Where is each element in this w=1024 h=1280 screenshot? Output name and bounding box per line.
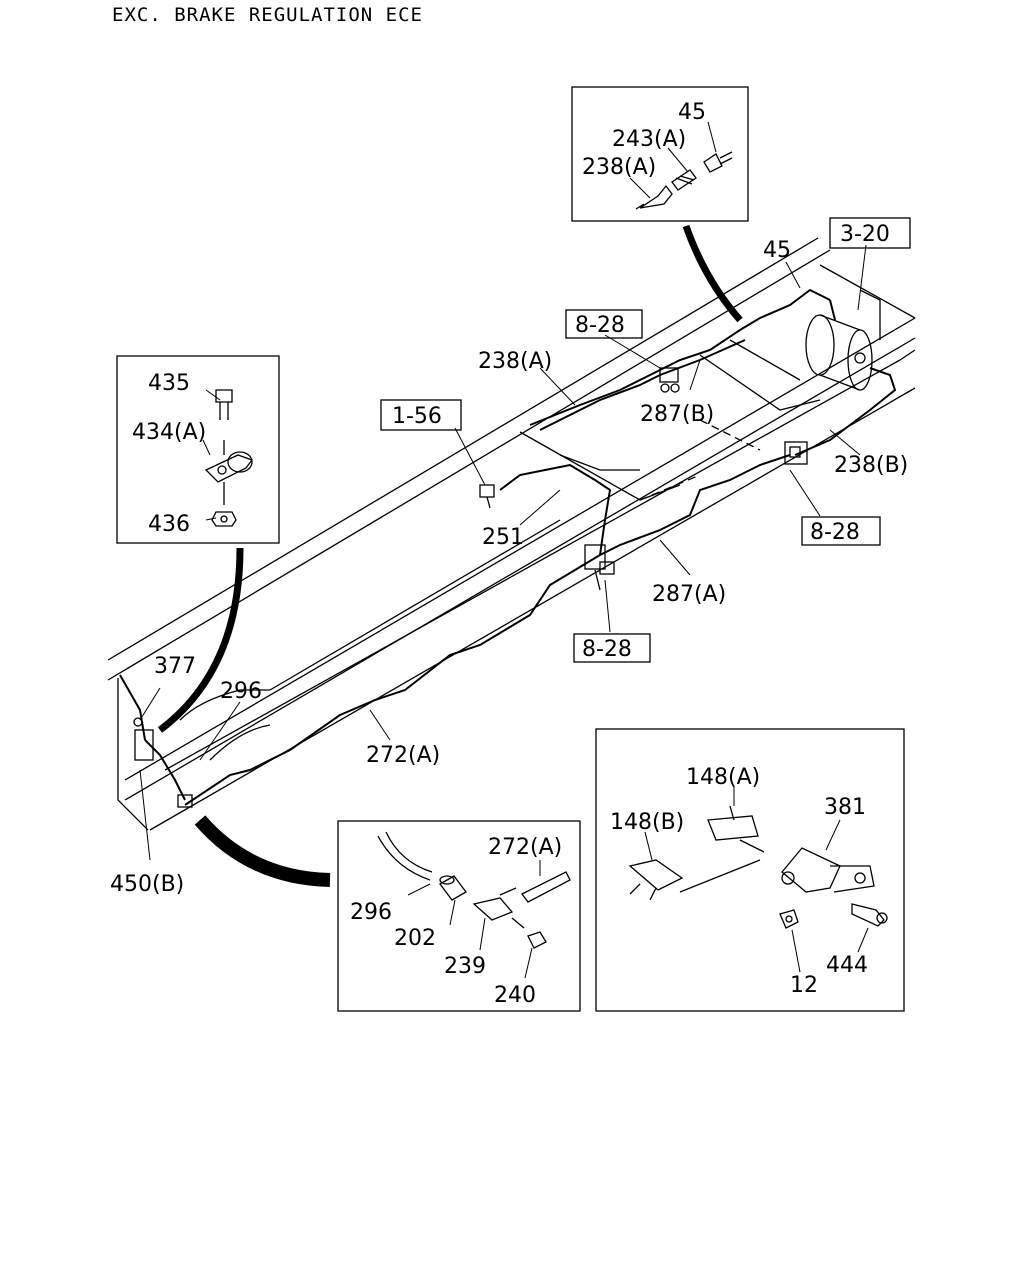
part-nut-436-detail xyxy=(211,511,237,527)
air-tank xyxy=(805,314,873,391)
part-clip-434a-detail xyxy=(204,440,254,505)
part-labels: 45 243(A) 238(A) 435 434(A) 436 272(A) 2… xyxy=(110,100,908,1008)
part-bolt-444-detail xyxy=(851,903,888,927)
label-box-br-148a: 148(A) xyxy=(686,765,760,790)
label-box-bl-272a: 272(A) xyxy=(488,835,562,860)
part-cross-148a-detail xyxy=(707,805,765,853)
part-nut-12-detail xyxy=(779,909,799,929)
label-main-272a: 272(A) xyxy=(366,743,440,768)
label-box-br-12: 12 xyxy=(790,973,818,998)
part-cross-148b-detail xyxy=(628,859,761,901)
label-box-br-444: 444 xyxy=(826,953,868,978)
fitting-bracket-450 xyxy=(133,717,193,808)
label-main-287b: 287(B) xyxy=(640,402,714,427)
ref-box-8-28-mid xyxy=(573,633,651,663)
label-ref-8-28-mid: 8-28 xyxy=(582,637,632,662)
label-main-238b: 238(B) xyxy=(834,453,908,478)
detail-box-left xyxy=(116,355,280,544)
leader-lines xyxy=(139,121,869,979)
label-box-left-435: 435 xyxy=(148,371,190,396)
label-box-br-381: 381 xyxy=(824,795,866,820)
label-box-top-45: 45 xyxy=(678,100,706,125)
fitting-valve-mid xyxy=(584,544,615,591)
label-main-238a: 238(A) xyxy=(478,349,552,374)
label-main-45: 45 xyxy=(763,238,791,263)
fitting-valve-right xyxy=(784,441,808,465)
chassis-frame xyxy=(107,237,916,831)
label-ref-1-56: 1-56 xyxy=(392,404,442,429)
detail-connector-left xyxy=(157,547,244,733)
label-main-287a: 287(A) xyxy=(652,582,726,607)
detail-box-top xyxy=(571,86,749,222)
label-main-296: 296 xyxy=(220,679,262,704)
label-box-top-243a: 243(A) xyxy=(612,127,686,152)
detail-connector-top xyxy=(682,224,743,323)
page-title: EXC. BRAKE REGULATION ECE xyxy=(112,4,423,26)
label-box-bl-239: 239 xyxy=(444,954,486,979)
part-nut-45-detail xyxy=(703,151,733,173)
label-main-450b: 450(B) xyxy=(110,872,184,897)
ref-box-8-28-right xyxy=(801,516,881,546)
fitting-tee-251 xyxy=(479,484,495,509)
ref-box-1-56 xyxy=(380,399,462,431)
label-ref-3-20: 3-20 xyxy=(840,222,890,247)
detail-connector-bottom xyxy=(194,815,331,887)
detail-box-bottom-left xyxy=(337,820,581,1012)
label-box-top-238a: 238(A) xyxy=(582,155,656,180)
label-box-bl-202: 202 xyxy=(394,926,436,951)
label-main-377: 377 xyxy=(154,654,196,679)
part-pipe-272a-detail xyxy=(521,871,571,903)
detail-box-bottom-right xyxy=(595,728,905,1012)
label-box-bl-296: 296 xyxy=(350,900,392,925)
label-box-left-434a: 434(A) xyxy=(132,420,206,445)
part-nut-240-detail xyxy=(527,931,547,949)
part-bracket-381-detail xyxy=(781,847,875,893)
label-ref-8-28-top: 8-28 xyxy=(575,313,625,338)
label-ref-8-28-right: 8-28 xyxy=(810,520,860,545)
part-nipple-243a-detail xyxy=(671,169,697,191)
part-bolt-435-detail xyxy=(215,389,233,420)
label-box-bl-240: 240 xyxy=(494,983,536,1008)
ref-box-8-28-top xyxy=(565,309,643,339)
label-box-br-148b: 148(B) xyxy=(610,810,684,835)
fitting-valve-top xyxy=(659,367,680,393)
label-box-left-436: 436 xyxy=(148,512,190,537)
part-tee-239-detail xyxy=(472,887,525,929)
part-fitting-238a-detail xyxy=(635,184,673,210)
ref-box-3-20 xyxy=(829,217,911,249)
label-main-251: 251 xyxy=(482,525,524,550)
part-hose-296-detail xyxy=(377,831,433,881)
part-sleeve-202-detail xyxy=(439,875,467,901)
